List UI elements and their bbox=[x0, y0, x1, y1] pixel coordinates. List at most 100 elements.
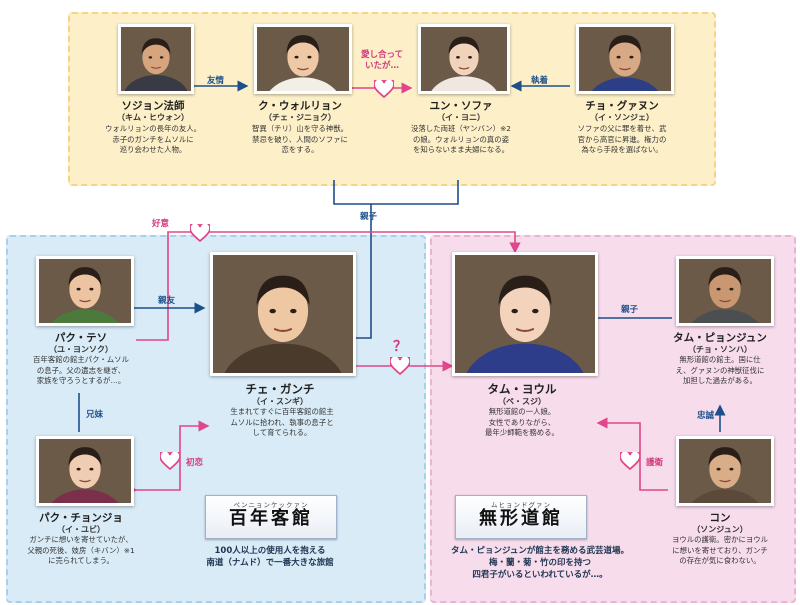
name-kon: コン bbox=[709, 512, 731, 524]
portrait-figure bbox=[257, 27, 349, 91]
line-oyako-top bbox=[333, 180, 459, 205]
relation-question: ？ bbox=[393, 339, 407, 355]
plaque-hyakunen-name: 百年客館 bbox=[229, 508, 313, 529]
plaque-muhyeong: ムヒョンドグァン 無形道館 bbox=[455, 495, 587, 539]
venue-desc-line: 四君子がいるといわれているが…。 bbox=[472, 570, 608, 580]
desc-line: 禁忌を破り、人間のソファに bbox=[252, 134, 348, 144]
plaque-muhyeong-ruby: ムヒョンドグァン bbox=[491, 501, 551, 509]
desc-line: 女性でありながら、 bbox=[488, 417, 556, 427]
actor-gwanung: （イ・ソンジェ） bbox=[590, 113, 654, 122]
portrait-yeoul bbox=[452, 252, 598, 376]
relation-oyako-right: 親子 bbox=[621, 305, 639, 315]
desc-line: ヨウルの護衛。密かにヨウル bbox=[671, 535, 769, 544]
desc-line: 最年少師範を務める。 bbox=[485, 428, 559, 437]
desc-line: 巡り会わせた人物。 bbox=[119, 145, 187, 154]
plaque-hyakunen: ペンニョンケックァン 百年客館 bbox=[205, 495, 337, 539]
relation-shuuchaku: 執着 bbox=[531, 76, 549, 86]
name-yeoul: タム・ヨウル bbox=[487, 382, 557, 396]
portrait-figure bbox=[455, 255, 595, 373]
actor-pyeongjun: （チョ・ソンハ） bbox=[688, 345, 752, 354]
desc-line: 加担した過去がある。 bbox=[683, 376, 757, 385]
portrait-figure bbox=[121, 27, 191, 91]
name-taeseo: パク・テソ bbox=[54, 332, 108, 344]
desc-line: 無形道館の館主。国に仕 bbox=[679, 355, 761, 364]
line-kooi bbox=[136, 231, 521, 341]
portrait-ganchi bbox=[210, 252, 356, 376]
portrait-figure bbox=[213, 255, 353, 373]
relation-oyako-top: 親子 bbox=[360, 212, 378, 222]
desc-line: に想いを寄せており、ガンチ bbox=[672, 545, 768, 555]
portrait-taeseo bbox=[36, 256, 134, 326]
plaque-hyakunen-ruby: ペンニョンケックァン bbox=[233, 501, 309, 509]
venue-desc-line: タム・ピョンジュンが館主を務める武芸道場。 bbox=[451, 546, 629, 556]
desc-line: 恋をする。 bbox=[281, 145, 319, 154]
name-cheongjo: パク・チョンジョ bbox=[39, 512, 123, 524]
desc-line: ムソルに拾われ、執事の息子と bbox=[230, 417, 334, 427]
actor-yeoul: （ペ・スジ） bbox=[498, 397, 546, 406]
portrait-wolryeon bbox=[254, 24, 352, 94]
venue-desc-line: 梅・蘭・菊・竹の印を持つ bbox=[488, 558, 591, 568]
desc-line: の息子。父の遺志を継ぎ、 bbox=[36, 365, 126, 375]
portrait-kon bbox=[676, 436, 774, 506]
actor-taeseo: （ユ・ヨンソク） bbox=[49, 345, 113, 354]
desc-line: 生まれてすぐに百年客館の館主 bbox=[230, 407, 334, 416]
plaque-muhyeong-name: 無形道館 bbox=[479, 508, 563, 529]
actor-kon: （ソンジュン） bbox=[692, 525, 748, 534]
name-sojeon: ソジョン法師 bbox=[121, 100, 185, 112]
portrait-cheongjo bbox=[36, 436, 134, 506]
desc-line: え、グァヌンの神獣征伐に bbox=[675, 365, 765, 375]
desc-line: 家族を守ろうとするが…。 bbox=[36, 376, 126, 385]
relation-yujou: 友情 bbox=[207, 76, 225, 86]
portrait-figure bbox=[579, 27, 671, 91]
desc-wolryeon: 智異（チリ）山を守る神獣。禁忌を破り、人間のソファに恋をする。 bbox=[225, 124, 375, 156]
portrait-figure bbox=[679, 439, 771, 503]
desc-line: を知らないまま夫婦になる。 bbox=[412, 145, 510, 154]
name-wolryeon: ク・ウォルリョン bbox=[258, 100, 342, 112]
venue-desc-muhyeong: タム・ピョンジュンが館主を務める武芸道場。梅・蘭・菊・竹の印を持つ四君子がいると… bbox=[430, 545, 650, 581]
relation-kyoudai: 兄妹 bbox=[86, 410, 104, 420]
desc-line: 無形道館の一人娘。 bbox=[488, 407, 556, 416]
relation-goei: 護衛 bbox=[646, 458, 664, 468]
portrait-figure bbox=[421, 27, 507, 91]
name-ganchi: チェ・ガンチ bbox=[245, 382, 315, 396]
relation-aishiatte: 愛し合っていたが… bbox=[361, 50, 404, 71]
desc-line: して育てられる。 bbox=[252, 428, 312, 437]
portrait-sojeon bbox=[118, 24, 194, 94]
actor-ganchi: （イ・スンギ） bbox=[252, 397, 308, 406]
name-gwanung: チョ・グァヌン bbox=[585, 100, 659, 112]
venue-desc-hyakunen: 100人以上の使用人を抱える南道（ナムド）で一番大きな旅館 bbox=[170, 545, 370, 569]
desc-ganchi: 生まれてすぐに百年客館の館主ムソルに拾われ、執事の息子として育てられる。 bbox=[206, 407, 358, 439]
desc-yeoul: 無形道館の一人娘。女性でありながら、最年少師範を務める。 bbox=[450, 407, 594, 439]
desc-line: の娘。ウォルリョンの真の姿 bbox=[412, 134, 510, 144]
name-sohwa: ユン・ソファ bbox=[429, 100, 493, 112]
portrait-sohwa bbox=[418, 24, 510, 94]
relation-hatsukoi: 初恋 bbox=[186, 458, 204, 468]
name-pyeongjun: タム・ピョンジュン bbox=[673, 332, 767, 344]
desc-line: 父親の死後、妓房（キバン）※1 bbox=[27, 545, 135, 555]
relation-chuusei: 忠誠 bbox=[697, 411, 715, 421]
venue-desc-line: 南道（ナムド）で一番大きな旅館 bbox=[206, 558, 334, 568]
desc-gwanung: ソファの父に罪を着せ、武官から高官に昇進。権力の為なら手段を選ばない。 bbox=[548, 124, 696, 156]
portrait-figure bbox=[39, 259, 131, 323]
portrait-figure bbox=[679, 259, 771, 323]
portrait-pyeongjun bbox=[676, 256, 774, 326]
actor-sohwa: （イ・ヨニ） bbox=[437, 113, 485, 122]
desc-sojeon: ウォルリョンの長年の友人。赤子のガンチをムソルに巡り会わせた人物。 bbox=[80, 124, 226, 156]
desc-line: ウォルリョンの長年の友人。 bbox=[104, 124, 202, 133]
desc-line: 没落した両班（ヤンバン）※2 bbox=[411, 124, 511, 133]
portrait-gwanung bbox=[576, 24, 674, 94]
desc-line: ソファの父に罪を着せ、武 bbox=[577, 124, 667, 133]
desc-line: の存在が気に食わない。 bbox=[679, 556, 761, 565]
line-goei bbox=[596, 417, 668, 491]
venue-desc-line: 100人以上の使用人を抱える bbox=[214, 546, 326, 556]
desc-line: に売られてしまう。 bbox=[48, 556, 114, 565]
desc-line: 官から高官に昇進。権力の bbox=[577, 134, 667, 144]
desc-taeseo: 百年客館の館主パク・ムソルの息子。父の遺志を継ぎ、家族を守ろうとするが…。 bbox=[10, 355, 152, 387]
desc-line: ガンチに想いを寄せていたが、 bbox=[29, 535, 133, 544]
relation-shinyuu: 親友 bbox=[158, 296, 176, 306]
desc-kon: ヨウルの護衛。密かにヨウルに想いを寄せており、ガンチの存在が気に食わない。 bbox=[648, 535, 792, 567]
desc-line: 為なら手段を選ばない。 bbox=[581, 145, 663, 154]
